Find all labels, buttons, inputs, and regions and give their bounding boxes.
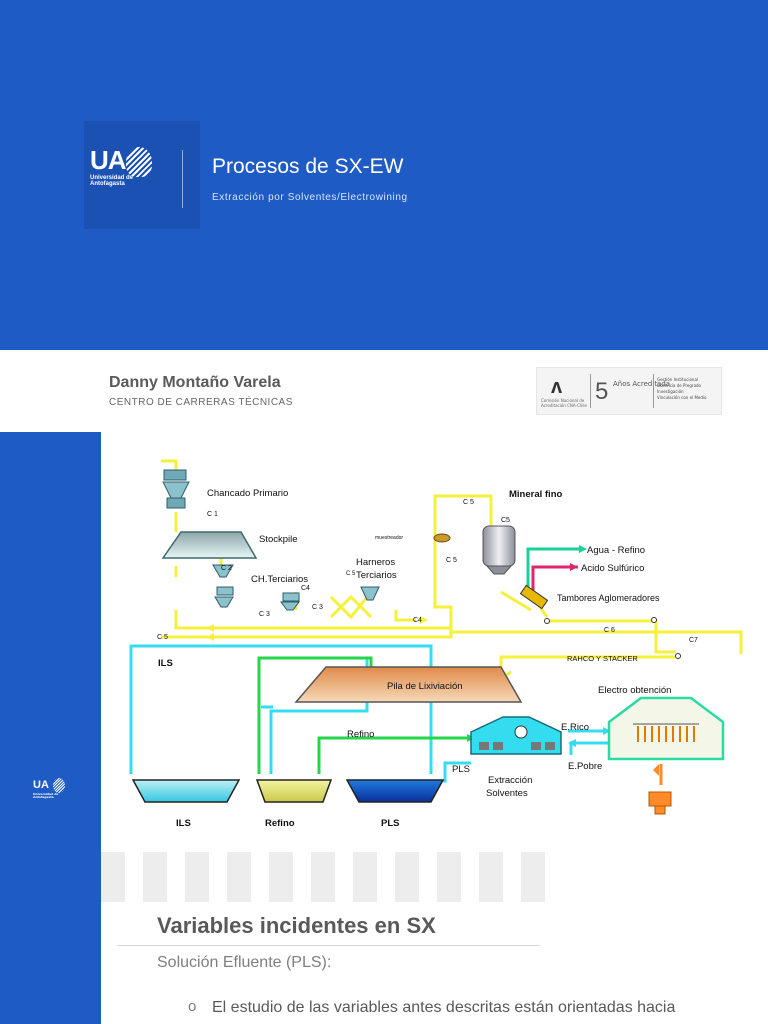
- diagram-label-c3-right: C 3: [312, 604, 323, 611]
- diagram-label-e-pobre: E.Pobre: [568, 761, 602, 772]
- diagram-label-harneros: Harneros: [356, 557, 395, 568]
- diagram-label-ch-terciarios: CH.Terciarios: [251, 574, 308, 585]
- logo-text: UA: [90, 145, 127, 175]
- diagram-label-solventes: Solventes: [486, 788, 528, 799]
- diagram-label-refino-line: Refino: [347, 729, 374, 740]
- diagram-label-pond-refino: Refino: [265, 818, 295, 829]
- bullet-text: El estudio de las variables antes descri…: [212, 999, 676, 1016]
- presentation-subtitle: Extracción por Solventes/Electrowining: [212, 192, 408, 203]
- diagram-label-acido-sulfurico: Acido Sulfúrico: [581, 563, 644, 574]
- diagram-label-c5-bin: C5: [501, 517, 510, 524]
- author-unit: CENTRO DE CARRERAS TÉCNICAS: [109, 397, 293, 408]
- process-flow-diagram: Chancado Primario C 1 Stockpile C 2 CH.T…: [129, 459, 743, 829]
- sidebar-logo: UA Universidad de Antofagasta: [31, 771, 71, 811]
- reagent-lines: [526, 547, 581, 594]
- accreditation-years: 5: [595, 378, 609, 405]
- diagram-label-c2: C 2: [221, 565, 232, 572]
- logo-seal-icon: [53, 778, 65, 793]
- diagram-label-pond-pls: PLS: [381, 818, 399, 829]
- accreditation-years-label: Años Acreditada: [613, 380, 671, 388]
- fine-ore-bin-icon: [482, 525, 516, 567]
- diagram-label-c7: C7: [689, 637, 698, 644]
- diagram-label-agua-refino: Agua - Refino: [587, 545, 645, 556]
- ponds: [131, 779, 445, 803]
- diagram-label-stockpile: Stockpile: [259, 534, 298, 545]
- diagram-label-muestreador: muestreador: [375, 535, 403, 541]
- diagram-label-c4-top: C4: [301, 585, 310, 592]
- faded-background-text: [101, 852, 561, 902]
- section-divider: [117, 945, 540, 946]
- diagram-label-terciarios: Terciarios: [356, 570, 397, 581]
- copper-cathode-icon: [648, 791, 672, 807]
- sidebar: [0, 432, 101, 1024]
- logo-seal-icon: [126, 147, 152, 177]
- diagram-label-extraccion: Extracción: [488, 775, 532, 786]
- diagram-label-mineral-fino: Mineral fino: [509, 489, 563, 500]
- university-logo: UA Universidad de Antofagasta: [84, 121, 200, 229]
- diagram-label-c-small: C 5: [346, 571, 356, 577]
- accreditation-badge: ʌ Comisión Nacional de Acreditación CNA-…: [536, 367, 722, 415]
- diagram-label-tambores: Tambores Aglomeradores: [557, 593, 660, 603]
- logo-divider: [182, 150, 183, 208]
- section-title: Variables incidentes en SX: [157, 913, 436, 938]
- diagram-label-c5-mid: C 5: [446, 557, 457, 564]
- accreditation-areas: Gestión Institucional Docencia de Pregra…: [657, 377, 707, 400]
- electrowinning-plant-icon: [607, 696, 725, 761]
- tertiary-crusher-icons: [212, 564, 380, 611]
- cna-logo-icon: ʌ: [551, 376, 563, 398]
- diagram-label-rahco: RAHCO Y STACKER: [567, 654, 638, 663]
- diagram-label-c5-bottom: C 5: [157, 634, 168, 641]
- diagram-label-electro-obtencion: Electro obtención: [598, 685, 671, 696]
- subheading: Solución Efluente (PLS):: [157, 954, 332, 971]
- stockpile-icon: [161, 531, 258, 559]
- diagram-label-ils-side: ILS: [158, 658, 173, 669]
- leach-pile-icon: [294, 666, 523, 703]
- diagram-label-pls-line: PLS: [452, 764, 470, 775]
- author-name: Danny Montaño Varela: [109, 374, 281, 391]
- solvent-extraction-plant-icon: [470, 716, 562, 755]
- diagram-label-c3-left: C 3: [259, 611, 270, 618]
- sampler-icon: [433, 533, 451, 543]
- diagram-label-c6: C 6: [604, 627, 615, 634]
- diagram-label-c1: C 1: [207, 511, 218, 518]
- diagram-label-pila: Pila de Lixiviación: [387, 681, 463, 692]
- agglomerator-drum-icon: [519, 584, 549, 610]
- diagram-label-c5-top: C 5: [463, 499, 474, 506]
- accreditation-org: Comisión Nacional de Acreditación CNA-Ch…: [541, 398, 588, 408]
- logo-subtext: Universidad de Antofagasta: [90, 175, 134, 187]
- diagram-label-chancado-primario: Chancado Primario: [207, 488, 288, 499]
- diagram-label-pond-ils: ILS: [176, 818, 191, 829]
- presentation-title: Procesos de SX-EW: [212, 155, 404, 178]
- crusher-icon: [162, 469, 190, 509]
- diagram-label-e-rico: E.Rico: [561, 722, 589, 733]
- bullet-icon: o: [188, 998, 197, 1015]
- diagram-label-c4-right: C4: [413, 617, 422, 624]
